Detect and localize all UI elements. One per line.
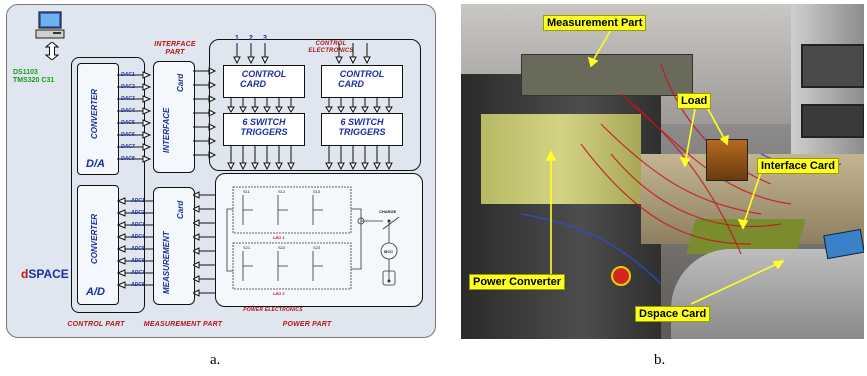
- board-processor-line: TMS320 C31: [13, 77, 55, 84]
- control-part-frame: [71, 57, 145, 313]
- adc-channel: ADC5: [131, 246, 145, 252]
- interface-card-name: INTERFACE: [162, 107, 171, 153]
- hardware-photo: Measurement Part Load Interface Card Pow…: [461, 4, 864, 339]
- label-pointer-lines: [545, 29, 785, 305]
- bidirectional-arrow-icon: [44, 41, 60, 61]
- caption-a: a.: [210, 352, 221, 368]
- switch-label: S23: [313, 245, 321, 250]
- control-card-title: CONTROL: [241, 69, 287, 79]
- switch-triggers-subtitle: TRIGGERS: [240, 127, 288, 137]
- adc-channel: ADC3: [131, 222, 145, 228]
- dac-converter: CONVERTER D/A: [77, 63, 119, 175]
- load-label: Load: [677, 93, 712, 109]
- dac-converter-tag: D/A: [86, 158, 105, 170]
- dac-converter-name: CONVERTER: [90, 88, 99, 140]
- control-card-2: CONTROL CARD: [321, 65, 403, 98]
- dac-channel: DAC6: [121, 132, 135, 138]
- power-part-label: POWER PART: [282, 321, 332, 328]
- switch-triggers-title: 6 SWITCH: [340, 117, 384, 127]
- interface-part-label-line2: PART: [165, 49, 185, 56]
- control-input-arrows: [233, 43, 371, 65]
- emergency-stop-button: [611, 266, 631, 286]
- dac-channel: DAC5: [121, 120, 135, 126]
- leg1-label: LEG 1: [273, 235, 285, 240]
- measurement-part-label: Measurement Part: [543, 15, 647, 31]
- power-electronics-title: POWER ELECTRONICS: [243, 307, 303, 313]
- dac-channel: DAC8: [121, 156, 135, 162]
- dspace-logo-rest: SPACE: [28, 267, 69, 281]
- switch-label: S21: [243, 245, 251, 250]
- instrument-panel: [801, 44, 864, 88]
- switch-triggers-2: 6 SWITCH TRIGGERS: [321, 113, 403, 146]
- charge-label: CHARGE: [379, 209, 397, 214]
- motor-label: MCC: [384, 249, 394, 254]
- adc-channel: ADC4: [131, 234, 145, 240]
- adc-channel: ADC6: [131, 258, 145, 264]
- measurement-card: MEASUREMENT Card: [153, 187, 195, 305]
- interface-card-label: Interface Card: [757, 158, 839, 174]
- board-model-line: DS1103: [13, 69, 38, 76]
- switch-triggers-subtitle: TRIGGERS: [338, 127, 386, 137]
- leg2-label: LEG 2: [273, 291, 285, 296]
- control-card-subtitle: CARD: [240, 79, 266, 89]
- measurement-part-label: MEASUREMENT PART: [143, 321, 223, 328]
- power-converter-label: Power Converter: [469, 274, 566, 290]
- converter-modules: [481, 114, 641, 204]
- switch-triggers-title: 6 SWITCH: [242, 117, 286, 127]
- control-input-number: 1: [235, 35, 239, 42]
- control-part-label: CONTROL PART: [67, 321, 125, 328]
- dac-channel: DAC2: [121, 84, 135, 90]
- caption-b: b.: [654, 352, 666, 368]
- control-input-number: 2: [249, 35, 253, 42]
- control-card-subtitle: CARD: [338, 79, 364, 89]
- interface-part-label: INTERFACE PART: [145, 41, 205, 57]
- adc-converter: CONVERTER A/D: [77, 185, 119, 305]
- control-electronics-label-line2: ELECTRONICS: [308, 48, 354, 54]
- control-electronics-label-line1: CONTROL: [315, 41, 347, 47]
- adc-channel: ADC2: [131, 210, 145, 216]
- interface-card: INTERFACE Card: [153, 61, 195, 173]
- control-input-number: 3: [263, 35, 267, 42]
- switch-triggers-1: 6 SWITCH TRIGGERS: [223, 113, 305, 146]
- dac-channel: DAC7: [121, 144, 135, 150]
- ribbon-cable: [671, 249, 864, 339]
- switch-label: S13: [313, 189, 321, 194]
- measurement-card-tag: Card: [176, 200, 185, 220]
- computer-icon: [35, 11, 67, 41]
- adc-converter-name: CONVERTER: [90, 213, 99, 265]
- switch-label: S12: [278, 189, 286, 194]
- measurement-card-name: MEASUREMENT: [162, 231, 171, 295]
- dac-channel: DAC3: [121, 96, 135, 102]
- instrument-panel: [801, 104, 864, 138]
- control-card-title: CONTROL: [339, 69, 385, 79]
- switch-label: S22: [278, 245, 286, 250]
- dac-channel: DAC4: [121, 108, 135, 114]
- adc-channel: ADC1: [131, 198, 145, 204]
- interface-card-tag: Card: [176, 73, 185, 93]
- dspace-board-model: DS1103 TMS320 C31: [13, 69, 54, 85]
- trigger-output-arrows: [227, 145, 393, 171]
- dspace-logo-d: d: [21, 267, 29, 281]
- control-electronics-label: CONTROL ELECTRONICS: [301, 41, 361, 55]
- adc-converter-tag: A/D: [86, 286, 105, 298]
- wiring-arrows: [193, 67, 217, 297]
- dac-channel: DAC1: [121, 72, 135, 78]
- dspace-logo: dSPACE: [21, 267, 69, 281]
- card-link-arrows: [227, 97, 393, 113]
- interface-part-label-line1: INTERFACE: [154, 41, 196, 48]
- switch-label: S11: [243, 189, 250, 194]
- wiring-bundle: [520, 63, 842, 285]
- power-electronics-schematic: S11 S12 S13 S21 S22 S23 LEG 1 LEG 2 MCC …: [223, 181, 415, 299]
- adc-channel: ADC8: [131, 282, 145, 288]
- dspace-card-label: Dspace Card: [635, 306, 711, 322]
- system-block-diagram: DS1103 TMS320 C31 dSPACE CONVERTER D/A C…: [6, 4, 436, 338]
- control-card-1: CONTROL CARD: [223, 65, 305, 98]
- adc-channel: ADC7: [131, 270, 145, 276]
- control-electronics-frame: [209, 39, 421, 171]
